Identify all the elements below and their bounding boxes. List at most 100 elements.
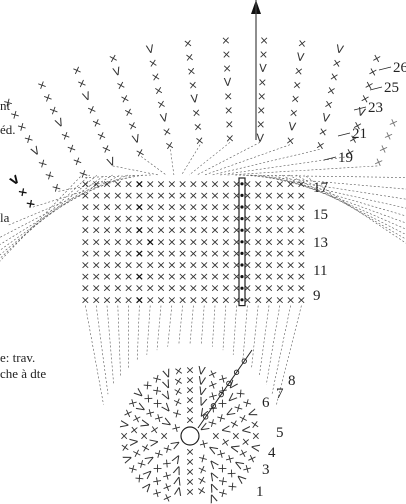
margin-note-3: la <box>0 210 9 225</box>
row-number-label: 1 <box>256 484 264 500</box>
stitch-symbol: × <box>156 293 165 306</box>
stitch-symbol: × <box>153 83 165 98</box>
guide-line <box>201 306 204 345</box>
stitch-symbol: × <box>264 293 273 306</box>
stitch-symbol: × <box>147 56 159 71</box>
stitch-symbol: V <box>335 42 345 56</box>
stitch-symbols: ××××V××××V××××V××××V××××V××××V××××V××××V… <box>1 34 400 504</box>
row-number-label: 19 <box>338 150 353 166</box>
row-number-label: 15 <box>313 207 328 223</box>
stitch-symbol: V <box>81 89 93 104</box>
row-number-label: 21 <box>352 126 367 142</box>
stitch-symbol: × <box>189 293 198 306</box>
guide-line <box>168 306 172 347</box>
guide-line <box>182 145 201 175</box>
guide-line <box>233 306 236 355</box>
row-number-label: 23 <box>368 100 383 116</box>
stitch-symbol: × <box>194 134 205 148</box>
stitch-symbol: × <box>81 293 90 306</box>
stitch-symbol: × <box>315 138 327 153</box>
stitch-symbol: × <box>183 36 194 50</box>
guide-line <box>0 175 90 339</box>
seam-dot <box>240 194 243 197</box>
guide-line <box>227 166 377 175</box>
stitch-symbol: × <box>122 105 134 120</box>
stitch-symbol: V <box>321 111 331 125</box>
stitch-symbol: V <box>296 50 305 64</box>
row-number-label: 4 <box>268 445 276 461</box>
guide-line <box>96 306 108 395</box>
stitch-symbol: × <box>372 154 385 169</box>
stitch-symbol: × <box>188 78 199 92</box>
seam-dot <box>240 298 243 301</box>
guide-line <box>289 175 406 314</box>
row-number-label: 9 <box>313 288 321 304</box>
stitch-symbol: × <box>290 92 301 106</box>
guide-line <box>250 175 406 207</box>
stitch-symbol: × <box>222 62 232 75</box>
row-number-label: 17 <box>313 180 329 196</box>
guide-line <box>170 149 174 175</box>
seam-dot <box>240 205 243 208</box>
seam-dot <box>240 229 243 232</box>
stitch-symbol: × <box>257 90 267 103</box>
stitch-symbol: × <box>118 442 132 453</box>
stitch-symbol: × <box>288 106 299 120</box>
stitch-symbol: V <box>190 92 199 106</box>
stitch-symbol: × <box>367 64 379 79</box>
guide-line <box>190 306 193 344</box>
stitch-symbol: × <box>126 118 138 133</box>
row-number-label: 11 <box>313 263 327 279</box>
stitch-symbol: × <box>119 91 131 106</box>
stitch-symbol: V <box>224 76 233 89</box>
stitch-symbol: × <box>184 50 195 64</box>
stitch-symbol: × <box>232 293 241 306</box>
row-number-label: 8 <box>288 373 296 389</box>
row-number-label: 13 <box>313 235 328 251</box>
stitch-symbol: V <box>245 408 260 420</box>
stitch-symbol: × <box>223 90 233 103</box>
guide-line <box>179 306 183 345</box>
guide-line <box>252 306 259 368</box>
guide-line <box>266 306 280 385</box>
stitch-symbol: × <box>259 34 269 47</box>
magic-ring <box>181 427 199 445</box>
stitch-symbol: × <box>210 293 219 306</box>
stitch-symbol: × <box>292 78 303 92</box>
stitch-symbol: × <box>371 51 383 66</box>
stitch-symbol: × <box>135 293 144 306</box>
stitch-symbol: × <box>200 293 209 306</box>
stitch-symbol: × <box>297 36 308 50</box>
guide-line <box>107 306 114 385</box>
stitch-symbol: × <box>225 132 235 145</box>
stitch-symbol: V <box>145 42 155 56</box>
stitch-symbol: × <box>134 145 146 160</box>
seam-dot <box>240 252 243 255</box>
margin-note-2: éd. <box>0 122 16 137</box>
label-leader <box>338 133 350 136</box>
stitch-symbol: V <box>120 452 135 464</box>
stitch-symbol: × <box>317 125 329 140</box>
guide-line <box>85 306 103 405</box>
margin-note-4: e: trav. <box>0 350 35 365</box>
stitch-symbol: V <box>105 155 117 170</box>
guide-line <box>118 306 121 376</box>
margin-note-5: che à dte <box>0 366 46 381</box>
guide-line <box>220 157 349 176</box>
row-number-label: 25 <box>384 80 399 96</box>
stitch-symbol: V <box>131 132 142 147</box>
stitch-symbol: × <box>258 76 268 89</box>
stitch-symbol: × <box>286 293 295 306</box>
seam-dot <box>240 287 243 290</box>
stitch-symbol: × <box>256 118 266 131</box>
stitch-symbol: × <box>250 431 263 440</box>
label-leader <box>379 67 391 70</box>
stitch-symbol: × <box>248 419 262 430</box>
seam-dot <box>240 275 243 278</box>
stitch-symbol: × <box>107 51 119 66</box>
stitch-symbol: × <box>243 293 252 306</box>
row-number-label: 26 <box>393 60 406 76</box>
stitch-symbol: × <box>256 104 266 117</box>
stitch-symbol: × <box>275 293 284 306</box>
